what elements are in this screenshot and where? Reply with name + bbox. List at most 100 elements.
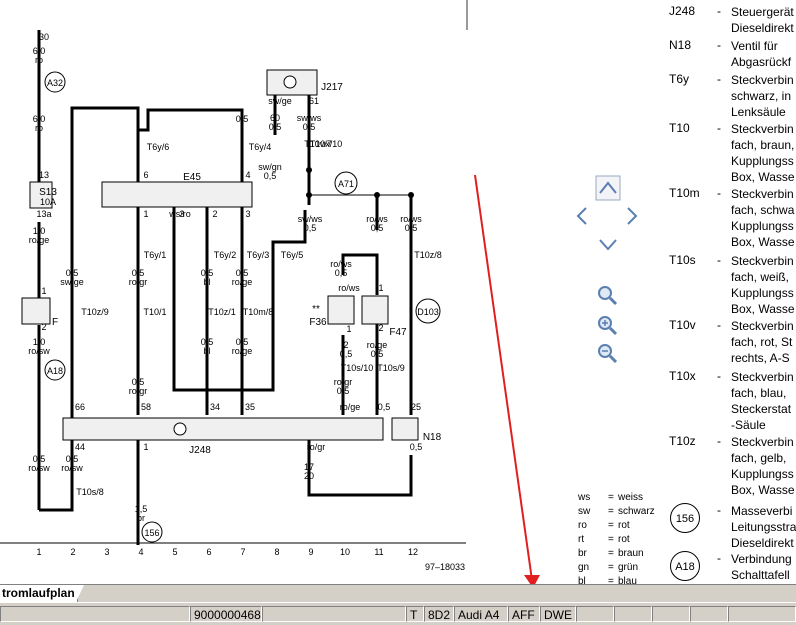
legend-text: Box, Wasse (731, 170, 795, 184)
legend-text: Lenksäule (731, 105, 786, 119)
connector-label: T10s/8 (76, 487, 104, 497)
wire-label: 0,5 (335, 268, 348, 278)
abbreviation-key: gn (578, 562, 590, 573)
track-number: 11 (374, 547, 383, 557)
status-field-empty-5 (652, 606, 690, 622)
status-field-empty (0, 606, 190, 622)
legend-text: Schalttafell (731, 568, 790, 582)
wire-label: 0,5 (236, 114, 249, 124)
connector-label: T10z/1 (208, 307, 236, 317)
wire-label: 61 (309, 96, 319, 106)
component-f47: F47 (389, 327, 407, 338)
diagram-ref-number: 97–18033 (425, 562, 465, 572)
track-number: 2 (70, 547, 75, 557)
wire-label: sw/ge (268, 96, 292, 106)
wire-label: 17 (304, 462, 314, 472)
legend-text: fach, gelb, (731, 451, 787, 465)
legend-dash: - (717, 369, 721, 383)
wire-label: ro (35, 123, 43, 133)
wire-label: 2 (212, 209, 217, 219)
wire-label: ro/ge (232, 346, 253, 356)
abbreviation-equals: = (608, 576, 614, 587)
wire-label: 2 (41, 322, 46, 332)
tab-bar (0, 584, 796, 603)
wire-label: 66 (75, 402, 85, 412)
red-arrow (474, 174, 540, 588)
wire-label: bl (203, 277, 210, 287)
wire-label: ro/gr (307, 442, 326, 452)
wire-label: 35 (245, 402, 255, 412)
legend-dash: - (717, 253, 721, 267)
wire-label: 20 (304, 471, 314, 481)
zoom-out-icon[interactable] (598, 344, 618, 364)
legend-text: fach, schwa (731, 203, 795, 217)
wire-label: ro/ge (340, 402, 361, 412)
component-j248: J248 (189, 445, 211, 456)
wire-label: 30 (39, 32, 49, 42)
wire-label: 3 (245, 209, 250, 219)
wire-label: ro/ge (232, 277, 253, 287)
legend-text: -Säule (731, 418, 766, 432)
abbreviation-equals: = (608, 562, 614, 573)
zoom-icon[interactable] (598, 286, 618, 306)
legend-text: Kupplungss (731, 286, 794, 300)
wire-label: br (137, 513, 145, 523)
abbreviation-value: weiss (618, 492, 644, 503)
zoom-in-icon[interactable] (598, 316, 618, 336)
connector-label: T6y/4 (249, 142, 272, 152)
legend-text: Steckverbin (731, 254, 794, 268)
legend-text: Abgasrückf (731, 55, 792, 69)
wire-label: 0,5 (337, 386, 350, 396)
connector-label: T6y/5 (281, 250, 304, 260)
wire-label: 25 (411, 402, 421, 412)
track-number: 7 (240, 547, 245, 557)
connector-label: T10m/8 (243, 307, 274, 317)
wire-label: 0,5 (201, 268, 214, 278)
status-field-code1: AFF (508, 606, 540, 622)
status-bar: 9000000468 T 8D2 Audi A4 AFF DWE (0, 602, 796, 625)
wire-label: 1,0 (33, 226, 46, 236)
pan-up-button[interactable] (595, 175, 621, 201)
wire-label: sw/ws (297, 113, 322, 123)
wire-label: 2 (378, 323, 383, 333)
component-a71: A71 (338, 179, 354, 189)
legend-text: Steckerstat (731, 402, 792, 416)
status-field-empty-4 (614, 606, 652, 622)
track-number: 9 (308, 547, 313, 557)
wire-label: 1 (143, 442, 148, 452)
legend-text: Steckverbin (731, 435, 794, 449)
component-s13-amp: 10A (40, 197, 56, 207)
track-number: 1 (36, 547, 41, 557)
component-f36-stars: ** (312, 304, 320, 315)
abbreviation-key: ro (578, 520, 587, 531)
wire-label: 0,5 (132, 377, 145, 387)
ground-156: 156 (144, 528, 159, 538)
wire-label: ro/ge (367, 340, 388, 350)
wire-label: 44 (75, 442, 85, 452)
wire-label: 4 (245, 170, 250, 180)
abbreviation-value: blau (618, 576, 637, 587)
status-field-engine: 8D2 (424, 606, 454, 622)
abbreviation-key: sw (578, 506, 591, 517)
wire-label: 0,5 (236, 337, 249, 347)
wire-label: 1 (346, 324, 351, 334)
wire-label: ro/ws (338, 283, 360, 293)
legend-circle-code: 156 (670, 503, 700, 533)
wire-label: ro/sw (28, 463, 50, 473)
legend-dash: - (717, 38, 721, 52)
track-number: 5 (172, 547, 177, 557)
wire-label: sw/ge (60, 277, 84, 287)
pan-left-button[interactable] (576, 207, 587, 225)
pan-right-button[interactable] (627, 207, 638, 225)
legend-text: fach, rot, St (731, 335, 793, 349)
track-number: 8 (274, 547, 279, 557)
connector-label: T6y/3 (247, 250, 270, 260)
pan-down-button[interactable] (599, 239, 617, 251)
wire-label: 0,5 (66, 268, 79, 278)
wire-label: 0,5 (371, 223, 384, 233)
wire-label: 1,5 (135, 504, 148, 514)
abbreviation-key: ws (578, 492, 591, 503)
legend-text: Box, Wasse (731, 483, 795, 497)
tab-stromlaufplan[interactable]: tromlaufplan (0, 585, 78, 602)
